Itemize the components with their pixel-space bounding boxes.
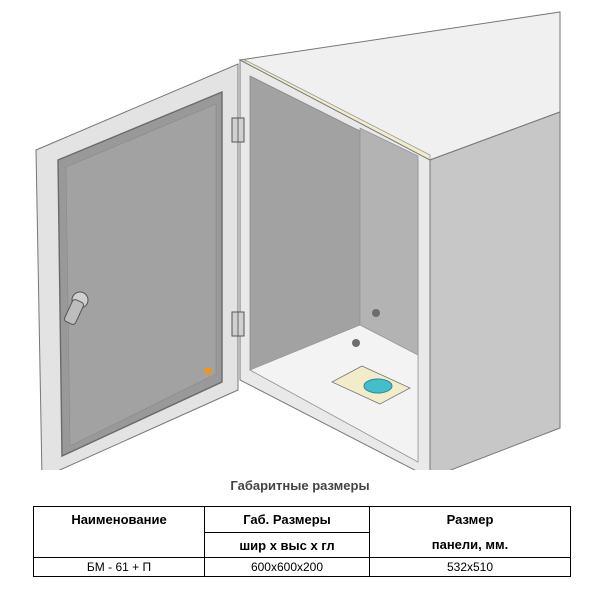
door-label-sticker	[204, 368, 212, 374]
table-row: БМ - 61 + П 600х600х200 532х510	[33, 557, 571, 577]
header-dimensions-sub: шир х выс х гл	[204, 532, 370, 558]
cell-name: БМ - 61 + П	[33, 557, 205, 577]
header-name: Наименование	[33, 506, 205, 533]
cable-gland	[363, 378, 393, 394]
header-name-blank	[33, 532, 205, 558]
header-panel: Размер	[369, 506, 571, 533]
spec-table: Наименование Габ. Размеры Размер шир х в…	[33, 506, 571, 577]
cell-dimensions: 600х600х200	[204, 557, 370, 577]
cell-panel: 532х510	[369, 557, 571, 577]
header-dimensions: Габ. Размеры	[204, 506, 370, 533]
cabinet-side-panel	[429, 111, 561, 470]
ground-bolt-icon	[352, 339, 360, 347]
caption: Габаритные размеры	[230, 478, 370, 493]
header-panel-sub: панели, мм.	[369, 532, 571, 558]
cabinet-interior-floor	[249, 324, 419, 463]
ground-bolt-icon	[372, 309, 380, 317]
cabinet-interior-wall	[359, 127, 419, 356]
door-hinge-icon	[231, 117, 245, 143]
door-inner-window	[65, 103, 217, 447]
door-lock-icon	[63, 291, 89, 325]
door-hinge-icon	[231, 311, 245, 337]
table-header-row: Наименование Габ. Размеры Размер	[33, 506, 571, 533]
table-subheader-row: шир х выс х гл панели, мм.	[33, 532, 571, 558]
cabinet-illustration	[35, 11, 561, 470]
